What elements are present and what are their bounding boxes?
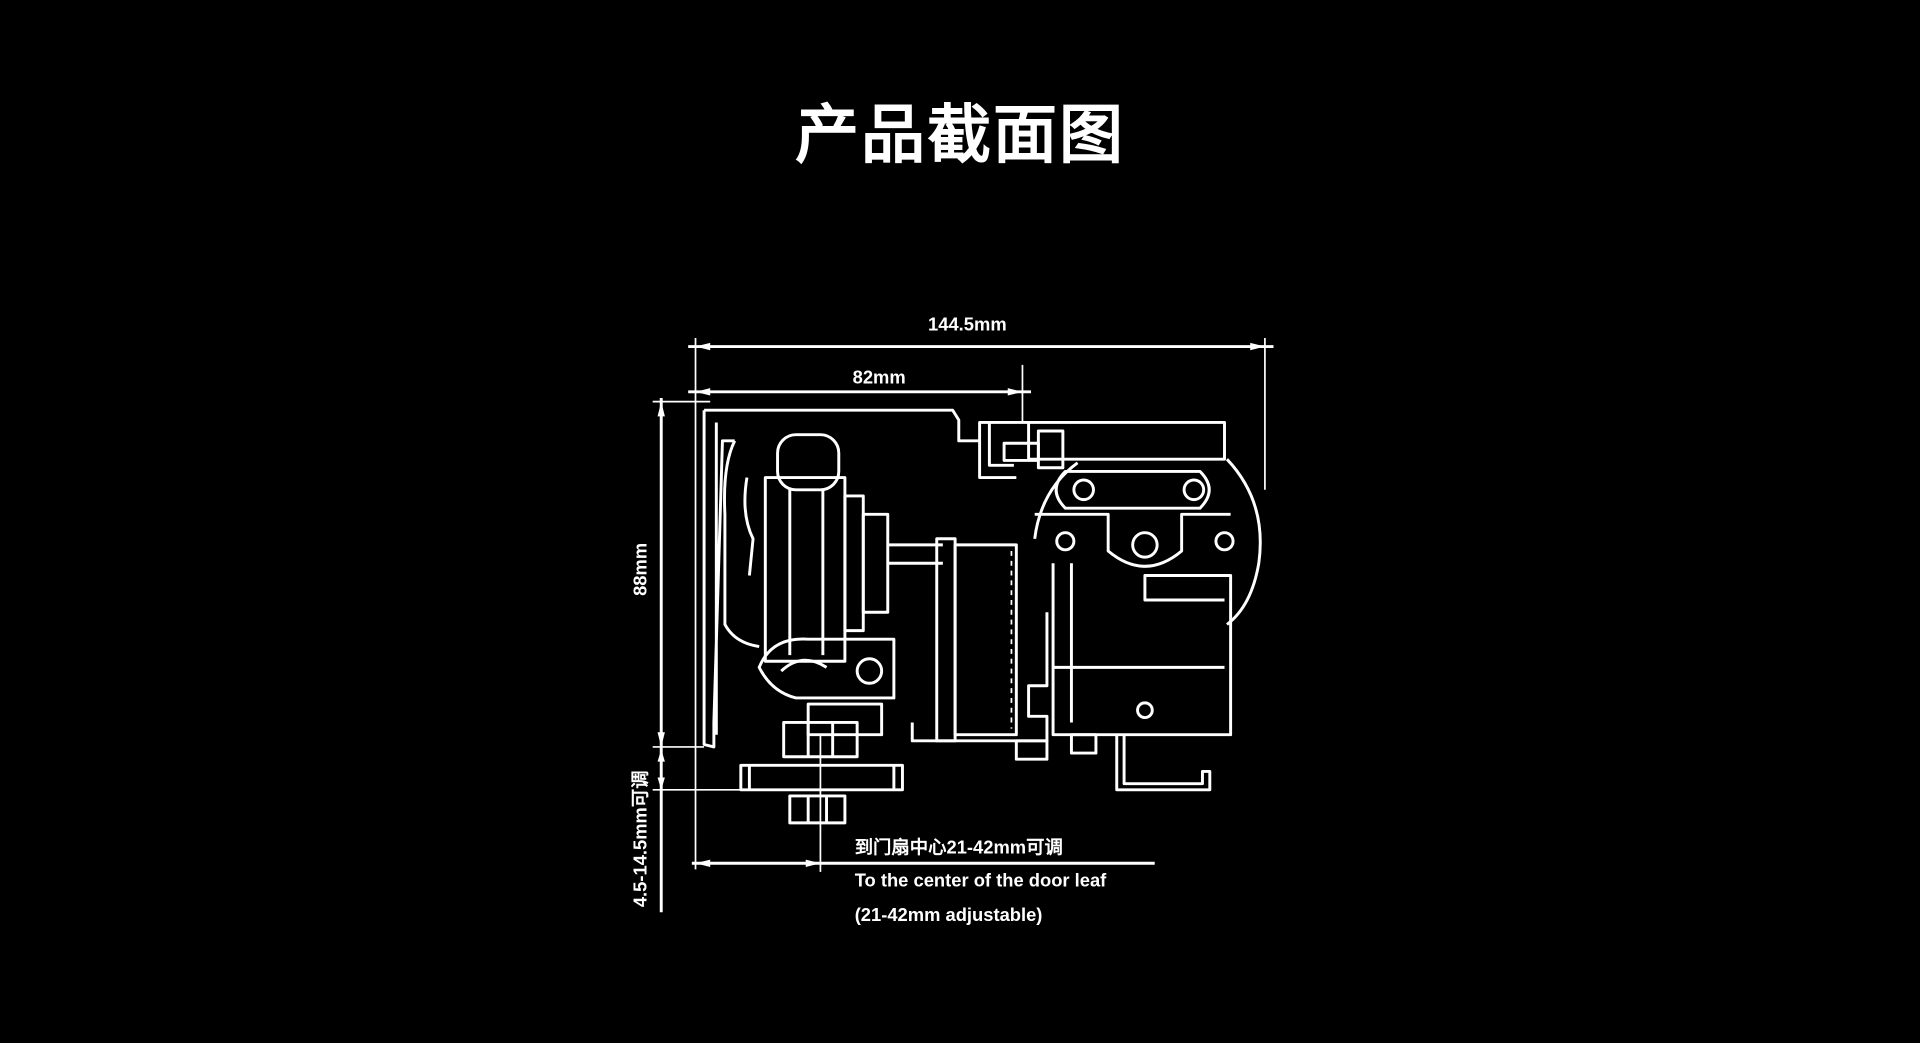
motor-middle xyxy=(910,537,1049,761)
dimension-height: 88mm 4.5-14.5mm可调 xyxy=(630,397,741,913)
gearbox-left xyxy=(743,433,943,663)
note-en-line2: (21-42mm adjustable) xyxy=(855,904,1043,925)
note-cn: 到门扇中心21-42mm可调 xyxy=(855,836,1063,857)
dimension-door-center: 到门扇中心21-42mm可调 To the center of the door… xyxy=(691,734,1155,925)
base-plate xyxy=(739,763,904,825)
housing-profile xyxy=(702,408,1029,749)
total-width-label: 144.5mm xyxy=(928,314,1007,335)
height-label: 88mm xyxy=(630,543,651,596)
adjust-height-label: 4.5-14.5mm可调 xyxy=(630,770,651,907)
arm-bracket xyxy=(757,637,896,759)
note-en-line1: To the center of the door leaf xyxy=(855,870,1107,891)
page-title: 产品截面图 xyxy=(795,99,1125,173)
dimension-total-width: 144.5mm xyxy=(688,314,1274,870)
dimension-inner-width: 82mm xyxy=(688,364,1032,423)
mechanism-right xyxy=(1002,420,1262,792)
inner-width-label: 82mm xyxy=(853,366,906,387)
